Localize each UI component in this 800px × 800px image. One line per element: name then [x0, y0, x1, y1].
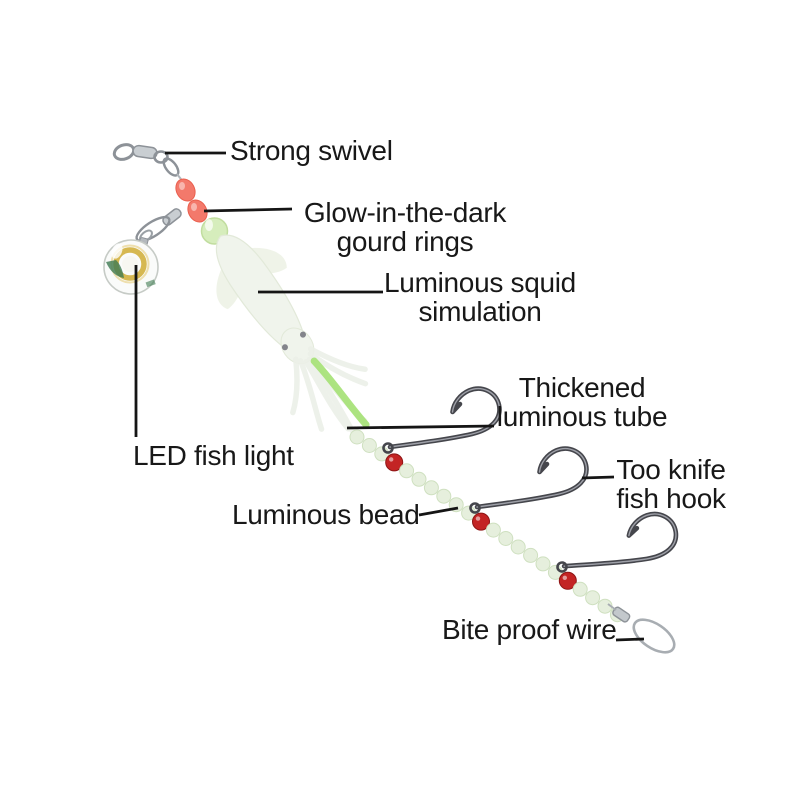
led-fish-light-illustration: [103, 239, 159, 295]
luminous-bead: [535, 556, 551, 572]
red-bead-highlight: [389, 457, 394, 462]
luminous-bead: [585, 590, 601, 606]
label-luminous-squid: Luminous squid simulation: [384, 267, 576, 327]
luminous-bead: [411, 471, 427, 487]
bite-proof-wire-illustration: [607, 603, 676, 654]
leader-luminous-bead: [418, 506, 459, 517]
label-gourd-rings: Glow-in-the-dark gourd rings: [303, 197, 507, 257]
luminous-bead: [523, 547, 539, 563]
luminous-bead: [349, 429, 365, 445]
luminous-bead: [423, 480, 439, 496]
red-bead-highlight: [475, 516, 481, 521]
leader-too-knife-hook: [581, 475, 615, 480]
label-strong-swivel: Strong swivel: [230, 135, 393, 166]
luminous-bead: [498, 531, 514, 546]
luminous-bead: [572, 581, 588, 597]
luminous-bead: [399, 463, 415, 479]
leader-bite-proof-wire: [615, 637, 645, 642]
leader-lines: [134, 151, 645, 642]
luminous-bead: [485, 522, 501, 538]
gourd-ring-beads-illustration: [175, 178, 208, 223]
label-thickened-tube: Thickened luminous tube: [496, 372, 668, 432]
fish-hooks-illustration: [382, 386, 679, 573]
luminous-bead: [510, 539, 526, 555]
luminous-tube-illustration: [310, 357, 370, 429]
hook-2: [469, 446, 589, 514]
label-luminous-bead: Luminous bead: [232, 499, 420, 530]
squid-illustration: [215, 234, 370, 437]
strong-swivel-illustration: [112, 143, 185, 184]
hook-1: [382, 386, 502, 454]
luminous-bead: [436, 488, 452, 504]
label-too-knife-hook: Too knife fish hook: [616, 454, 726, 514]
luminous-bead: [361, 438, 377, 453]
label-led-fish-light: LED fish light: [133, 440, 294, 471]
leader-thickened-tube: [346, 424, 495, 430]
label-bite-proof-wire: Bite proof wire: [442, 614, 617, 645]
red-bead-highlight: [562, 575, 567, 580]
leader-gourd-rings: [203, 207, 293, 213]
hook-3: [556, 511, 679, 573]
